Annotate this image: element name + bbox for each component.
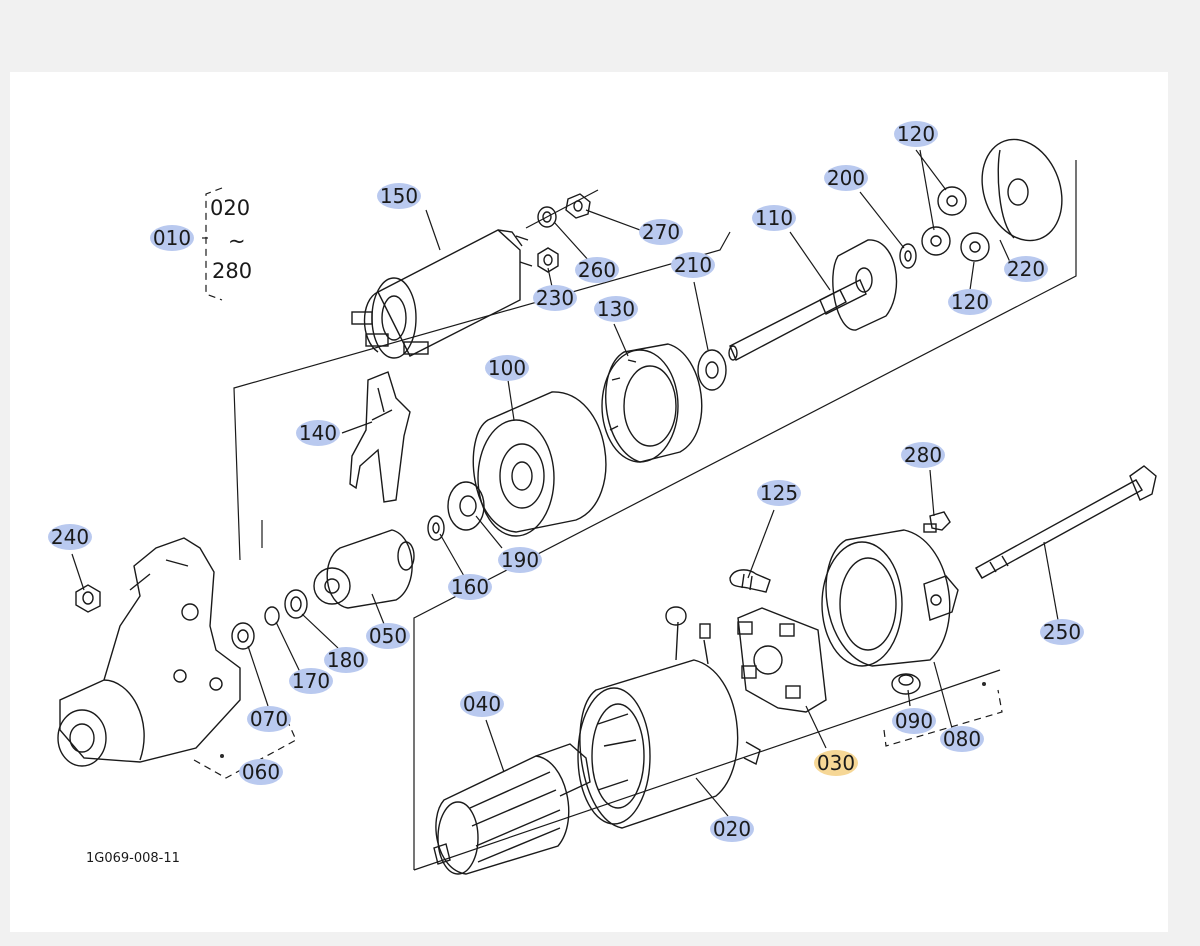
callout-150[interactable]: 150 — [377, 183, 421, 209]
callout-020[interactable]: 020 — [710, 816, 754, 842]
svg-text:160: 160 — [451, 575, 489, 599]
callout-110[interactable]: 110 — [752, 205, 796, 231]
internal-gear-130-part — [601, 343, 703, 463]
brush-spring-125-part — [729, 569, 771, 593]
callout-030-selected[interactable]: 030 — [814, 750, 858, 776]
bushing-090-part — [891, 673, 921, 695]
svg-text:080: 080 — [943, 727, 981, 751]
svg-text:180: 180 — [327, 648, 365, 672]
callout-250[interactable]: 250 — [1040, 619, 1084, 645]
callout-100[interactable]: 100 — [485, 355, 529, 381]
diagram-sheet — [10, 72, 1168, 932]
callout-070[interactable]: 070 — [247, 706, 291, 732]
callout-140[interactable]: 140 — [296, 420, 340, 446]
svg-text:100: 100 — [488, 356, 526, 380]
svg-text:050: 050 — [369, 624, 407, 648]
svg-text:220: 220 — [1007, 257, 1045, 281]
callout-180[interactable]: 180 — [324, 647, 368, 673]
pinion-shaft-part — [728, 239, 917, 361]
callout-170[interactable]: 170 — [289, 668, 333, 694]
callout-160[interactable]: 160 — [448, 574, 492, 600]
field-coil-yoke-020-part — [577, 606, 761, 829]
callout-220[interactable]: 220 — [1004, 256, 1048, 282]
assembly-range-bracket: 020 ~ 280 — [205, 187, 252, 301]
svg-text:260: 260 — [578, 258, 616, 282]
brush-holder-030-part — [737, 607, 827, 713]
svg-text:130: 130 — [597, 297, 635, 321]
svg-text:020: 020 — [713, 817, 751, 841]
callout-120-bottom[interactable]: 120 — [948, 289, 992, 315]
callout-240[interactable]: 240 — [48, 524, 92, 550]
svg-text:060: 060 — [242, 760, 280, 784]
planetary-gears-part — [921, 186, 990, 262]
callout-270[interactable]: 270 — [639, 219, 683, 245]
armature-040-part — [433, 743, 591, 875]
svg-text:170: 170 — [292, 669, 330, 693]
end-frame-080-part — [821, 529, 959, 667]
callout-010[interactable]: 010 — [150, 225, 194, 251]
bolt-280-part — [923, 511, 951, 533]
assembly-range-end: 280 — [212, 259, 252, 283]
callout-060[interactable]: 060 — [239, 759, 283, 785]
callout-050[interactable]: 050 — [366, 623, 410, 649]
leader-lines — [71, 149, 1059, 817]
housing-060-part — [57, 537, 241, 767]
svg-text:190: 190 — [501, 548, 539, 572]
callout-280[interactable]: 280 — [901, 442, 945, 468]
washer-190-part — [447, 481, 485, 531]
assembly-range-start: 020 — [210, 196, 250, 220]
svg-text:210: 210 — [674, 253, 712, 277]
internal-gear-cover-part — [981, 138, 1063, 242]
assembly-range-separator: ~ — [228, 229, 246, 253]
end-frame-080-bracket — [883, 682, 1003, 747]
svg-text:240: 240 — [51, 525, 89, 549]
shift-lever-part — [349, 371, 411, 503]
callout-200[interactable]: 200 — [824, 165, 868, 191]
callout-230[interactable]: 230 — [533, 285, 577, 311]
callout-260[interactable]: 260 — [575, 257, 619, 283]
svg-text:230: 230 — [536, 286, 574, 310]
terminal-nuts-part — [525, 189, 599, 273]
svg-text:250: 250 — [1043, 620, 1081, 644]
svg-text:090: 090 — [895, 709, 933, 733]
svg-text:150: 150 — [380, 184, 418, 208]
svg-text:120: 120 — [951, 290, 989, 314]
svg-text:280: 280 — [904, 443, 942, 467]
svg-text:125: 125 — [760, 481, 798, 505]
svg-text:030: 030 — [817, 751, 855, 775]
svg-text:200: 200 — [827, 166, 865, 190]
callout-120-top[interactable]: 120 — [894, 121, 938, 147]
svg-text:120: 120 — [897, 122, 935, 146]
assembly-boundary-lines — [233, 160, 1077, 871]
callout-040[interactable]: 040 — [460, 691, 504, 717]
solenoid-switch-part — [351, 229, 533, 359]
svg-text:040: 040 — [463, 692, 501, 716]
callout-090[interactable]: 090 — [892, 708, 936, 734]
svg-text:010: 010 — [153, 226, 191, 250]
svg-text:270: 270 — [642, 220, 680, 244]
part-callouts: 010 150 270 260 230 110 — [48, 121, 1084, 842]
svg-text:110: 110 — [755, 206, 793, 230]
yoke-100-part — [472, 391, 607, 537]
diagram-reference-code: 1G069-008-11 — [86, 851, 180, 866]
callout-080[interactable]: 080 — [940, 726, 984, 752]
callout-125[interactable]: 125 — [757, 480, 801, 506]
clutch-pinion-group-part — [231, 515, 445, 650]
callout-210[interactable]: 210 — [671, 252, 715, 278]
washer-210-part — [697, 349, 727, 391]
through-bolt-250-part — [975, 465, 1157, 579]
callout-190[interactable]: 190 — [498, 547, 542, 573]
callout-130[interactable]: 130 — [594, 296, 638, 322]
svg-text:140: 140 — [299, 421, 337, 445]
svg-text:070: 070 — [250, 707, 288, 731]
